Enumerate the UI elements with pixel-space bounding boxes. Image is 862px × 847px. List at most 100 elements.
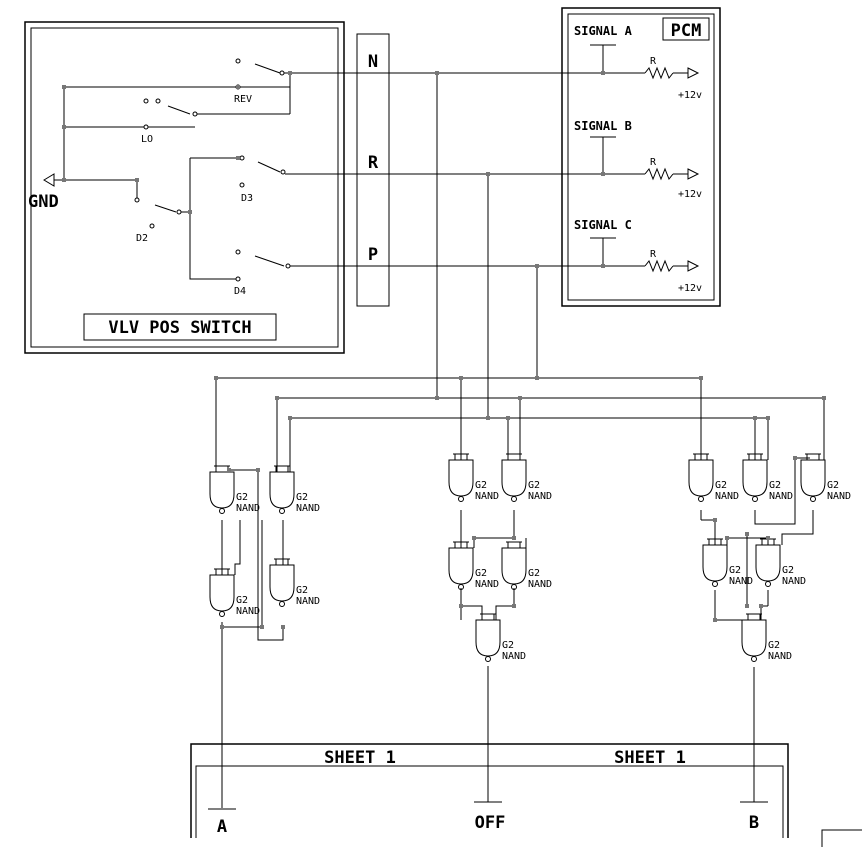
lo-switch bbox=[143, 87, 291, 130]
supply-a-icon bbox=[687, 67, 700, 79]
gate-type-label: G2 bbox=[475, 568, 487, 579]
junction-dot bbox=[227, 468, 231, 472]
junction-dot bbox=[256, 468, 260, 472]
gate-type-label: G2 bbox=[827, 480, 839, 491]
output-off-label: OFF bbox=[475, 813, 506, 833]
nand-gate-array: G2NANDG2NANDG2NANDG2NANDG2NANDG2NANDG2NA… bbox=[209, 453, 851, 662]
junction-dot bbox=[518, 396, 522, 400]
gate-type-label: G2 bbox=[528, 480, 540, 491]
junction-dot bbox=[759, 604, 763, 608]
junction-dot bbox=[601, 71, 605, 75]
signal-buses bbox=[215, 73, 825, 472]
gate-type-label: G2 bbox=[236, 492, 248, 503]
gate-type-label: G2 bbox=[729, 565, 741, 576]
gate-type-label: G2 bbox=[782, 565, 794, 576]
junction-dot bbox=[699, 376, 703, 380]
pin-n-label: N bbox=[368, 52, 378, 72]
junction-dot bbox=[486, 416, 490, 420]
d2-label: D2 bbox=[136, 233, 148, 244]
gate-type-label: G2 bbox=[296, 492, 308, 503]
pin-p-label: P bbox=[368, 245, 378, 265]
resistor-b-label: R bbox=[650, 157, 657, 168]
junction-dot bbox=[214, 376, 218, 380]
gate-name-label: NAND bbox=[236, 606, 260, 617]
sheet-title-right: SHEET 1 bbox=[614, 748, 686, 768]
d2-switch bbox=[134, 197, 190, 229]
gate-name-label: NAND bbox=[827, 491, 851, 502]
junction-dot bbox=[793, 456, 797, 460]
lo-label: LO bbox=[141, 134, 153, 145]
sheet-frame: SHEET 1 SHEET 1 bbox=[190, 743, 862, 847]
signal-b-label: SIGNAL B bbox=[574, 119, 632, 133]
junction-dot bbox=[188, 210, 192, 214]
supply-b-label: +12v bbox=[678, 189, 702, 200]
output-b-label: B bbox=[749, 813, 759, 833]
gate-name-label: NAND bbox=[236, 503, 260, 514]
gate-type-label: G2 bbox=[769, 480, 781, 491]
output-terminals: A OFF B bbox=[208, 801, 768, 837]
junction-dot bbox=[260, 625, 264, 629]
resistor-a-label: R bbox=[650, 56, 657, 67]
supply-b-icon bbox=[687, 168, 700, 180]
gate-name-label: NAND bbox=[715, 491, 739, 502]
junction-dot bbox=[288, 416, 292, 420]
gate-type-label: G2 bbox=[768, 640, 780, 651]
vlv-pos-switch-title: VLV POS SWITCH bbox=[108, 318, 251, 338]
connector-block: N R P bbox=[356, 33, 390, 307]
junction-dot bbox=[753, 416, 757, 420]
junction-dot bbox=[713, 518, 717, 522]
gate-name-label: NAND bbox=[782, 576, 806, 587]
junction-dot bbox=[535, 376, 539, 380]
junction-dot bbox=[135, 178, 139, 182]
resistor-b-icon bbox=[644, 167, 674, 181]
junction-dot bbox=[275, 396, 279, 400]
gate-type-label: G2 bbox=[528, 568, 540, 579]
signal-a-label: SIGNAL A bbox=[574, 24, 633, 38]
gnd-label: GND bbox=[28, 192, 59, 212]
rev-label: REV bbox=[234, 94, 252, 105]
gate-name-label: NAND bbox=[502, 651, 526, 662]
gate-name-label: NAND bbox=[769, 491, 793, 502]
junction-dot bbox=[512, 536, 516, 540]
pcm-title: PCM bbox=[671, 21, 702, 41]
junction-dot bbox=[535, 264, 539, 268]
junction-dot bbox=[713, 618, 717, 622]
gate-name-label: NAND bbox=[296, 503, 320, 514]
junction-dot bbox=[822, 396, 826, 400]
gate-name-label: NAND bbox=[528, 491, 552, 502]
sheet-title-left: SHEET 1 bbox=[324, 748, 396, 768]
ground-icon bbox=[43, 173, 64, 187]
d3-switch bbox=[190, 155, 490, 188]
d4-label: D4 bbox=[234, 286, 246, 297]
gate-type-label: G2 bbox=[296, 585, 308, 596]
junction-dot bbox=[62, 178, 66, 182]
d3-label: D3 bbox=[241, 193, 253, 204]
junction-dot bbox=[745, 532, 749, 536]
gate-type-label: G2 bbox=[502, 640, 514, 651]
pin-r-label: R bbox=[368, 153, 379, 173]
junction-dot bbox=[472, 536, 476, 540]
junction-dot bbox=[62, 125, 66, 129]
junction-dot bbox=[766, 536, 770, 540]
junction-dot bbox=[459, 604, 463, 608]
resistor-c-label: R bbox=[650, 249, 657, 260]
junction-dot bbox=[220, 625, 224, 629]
gate-type-label: G2 bbox=[236, 595, 248, 606]
junction-dot bbox=[506, 416, 510, 420]
gate-type-label: G2 bbox=[475, 480, 487, 491]
gate-name-label: NAND bbox=[528, 579, 552, 590]
junction-dot bbox=[601, 264, 605, 268]
junction-dot bbox=[281, 625, 285, 629]
pcm-box: PCM SIGNAL A SIGNAL B SIGNAL C R +12v R … bbox=[440, 7, 721, 307]
